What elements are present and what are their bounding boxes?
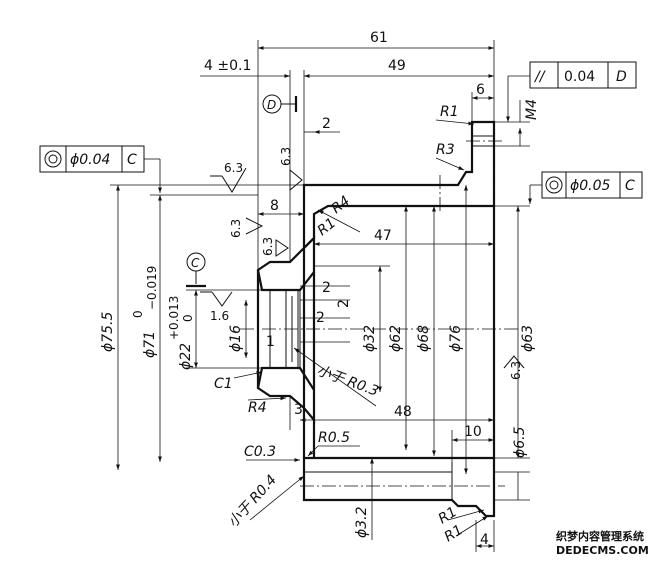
dim-phi71-tol-dn: −0.019 [145, 266, 159, 310]
dim-3: 3 [294, 402, 303, 418]
bottom-wall-section [302, 456, 496, 518]
tolerance-frames [39, 61, 643, 204]
dimension-lines [110, 40, 530, 552]
dim-2-a: 2 [322, 280, 331, 296]
dim-6: 6 [476, 82, 485, 98]
note-xiaoyu-r0-3: 小于 R0.3 [315, 363, 381, 400]
datum-c-letter: C [191, 256, 200, 270]
roughness-6-3-d: 6.3 [261, 237, 275, 256]
dim-r1-inner: R1 [315, 215, 340, 239]
dimension-texts: 61 4 ±0.1 49 6 M4 R1 R3 2 8 R4 R1 47 2 2… [100, 30, 540, 548]
dim-phi3-2: ϕ3.2 [354, 506, 370, 538]
note-xiaoyu-r0-4: 小于 R0.4 [225, 472, 280, 531]
dim-phi22-tol-up: +0.013 [167, 296, 181, 340]
dim-47: 47 [374, 228, 392, 244]
dim-phi68: ϕ68 [416, 325, 432, 352]
datum-d [262, 94, 298, 114]
dim-phi75-5: ϕ75.5 [100, 312, 116, 353]
dim-2-c: 2 [316, 310, 325, 326]
dim-phi22-tol-dn: 0 [181, 314, 195, 322]
roughness-1-6: 1.6 [210, 309, 229, 323]
roughness-symbols [200, 167, 525, 369]
datum-symbols [186, 94, 298, 288]
hub-upper-section [256, 235, 316, 292]
dim-1: 1 [266, 334, 275, 350]
coax-right-frame [528, 171, 643, 204]
roughness-6-3-a: 6.3 [224, 161, 243, 175]
dim-phi71: ϕ71 [142, 331, 158, 358]
dim-phi63: ϕ63 [520, 325, 536, 352]
dim-phi71-tol-up: 0 [131, 310, 145, 318]
dim-phi32: ϕ32 [362, 325, 378, 352]
dim-r4-inner: R4 [329, 193, 354, 217]
watermark-line1: 织梦内容管理系统 [556, 529, 644, 543]
dim-phi76: ϕ76 [448, 325, 464, 352]
dim-m4: M4 [524, 99, 540, 120]
frame-texts: // 0.04 D ϕ0.04 C ϕ0.05 C [70, 69, 635, 194]
roughness-6-3-b: 6.3 [279, 147, 293, 166]
roughness-texts: 6.3 6.3 6.3 6.3 6.3 1.6 [210, 147, 523, 380]
dim-10: 10 [464, 424, 482, 440]
watermark: 织梦内容管理系统 DEDECMS.COM [556, 529, 649, 557]
dim-2-b: 2 [336, 299, 352, 308]
parallel-datum: D [616, 69, 627, 85]
coax-left-datum: C [127, 152, 137, 168]
parallel-frame [506, 61, 637, 122]
dim-2-top: 2 [322, 116, 331, 132]
dim-phi62: ϕ62 [388, 325, 404, 352]
dim-c0-3: C0.3 [244, 444, 276, 460]
coax-left-frame [39, 145, 162, 193]
roughness-6-3-c: 6.3 [229, 219, 243, 238]
dim-49: 49 [388, 58, 406, 74]
dim-phi22: ϕ22 [178, 343, 194, 370]
watermark-line2: DEDECMS.COM [556, 544, 649, 557]
dim-r3: R3 [436, 142, 455, 158]
dim-phi16: ϕ16 [228, 325, 244, 352]
dim-61: 61 [370, 30, 388, 46]
dim-48: 48 [394, 404, 412, 420]
parallel-symbol: // [533, 69, 546, 85]
datum-c [186, 252, 206, 288]
dim-r1-top: R1 [440, 104, 459, 120]
coax-left-value: ϕ0.04 [70, 152, 110, 168]
dim-r0-5: R0.5 [318, 430, 350, 446]
dim-8: 8 [270, 198, 279, 214]
part-outline [256, 135, 496, 500]
datum-texts: D C [191, 98, 276, 270]
dim-phi6-5: ϕ6.5 [512, 426, 528, 458]
datum-d-letter: D [267, 98, 276, 112]
dim-4-tol: 4 ±0.1 [204, 58, 251, 74]
roughness-6-3-e: 6.3 [509, 361, 523, 380]
dim-4-bot: 4 [480, 532, 489, 548]
dim-c1: C1 [214, 376, 233, 392]
parallel-value: 0.04 [564, 69, 595, 85]
coax-right-datum: C [625, 178, 635, 194]
coax-right-value: ϕ0.05 [570, 178, 611, 194]
part-section [256, 120, 496, 518]
dim-r4-outer: R4 [248, 400, 267, 416]
